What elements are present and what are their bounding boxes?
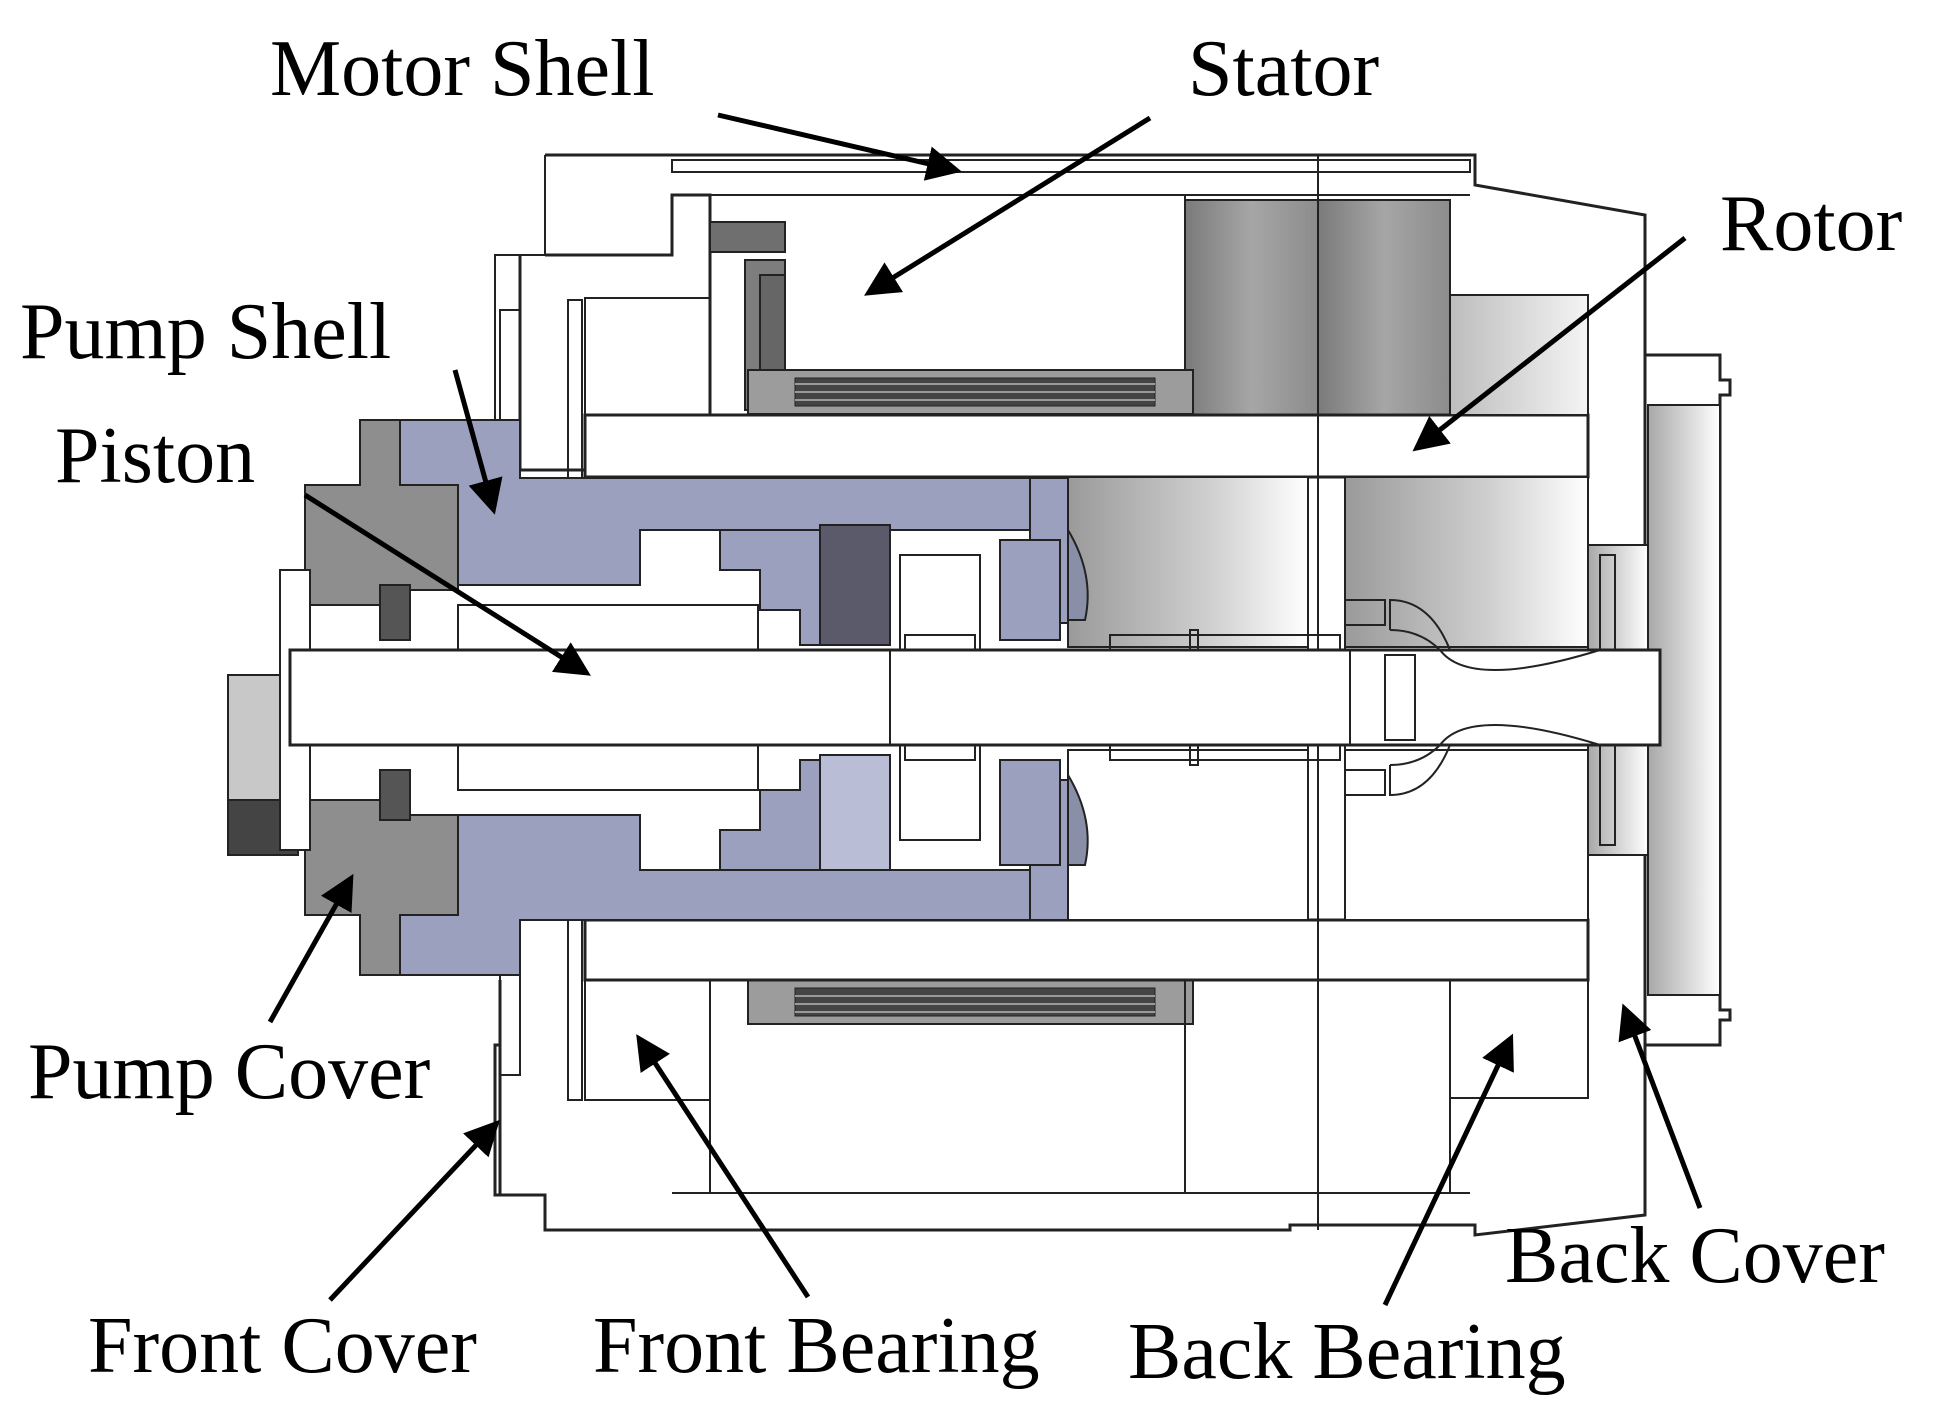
arrow-stator [864,115,1152,296]
pointer-arrows [267,112,1703,1307]
arrow-front-cover [328,1119,500,1302]
arrow-rotor [1412,236,1687,452]
arrow-pump-cover [267,873,354,1024]
pump-shell-part [399,419,1089,976]
front-bearing-part [584,297,711,1101]
rotor-part [583,413,1590,982]
piston-part [288,554,1662,841]
arrow-pump-shell [452,369,503,515]
label-front-bearing: Front Bearing [593,1302,1040,1390]
arrow-back-bearing [1382,1033,1514,1307]
back-bearing-part [1449,294,1589,1099]
stator-part [709,194,1451,1194]
label-stator: Stator [1188,25,1379,113]
label-back-bearing: Back Bearing [1128,1308,1566,1396]
arrow-piston [303,492,591,676]
label-motor-shell: Motor Shell [270,25,654,113]
label-piston: Piston [55,412,255,500]
label-pump-shell: Pump Shell [20,288,391,376]
label-back-cover: Back Cover [1505,1212,1885,1300]
label-front-cover: Front Cover [88,1302,477,1390]
arrow-front-bearing [636,1034,811,1299]
arrow-motor-shell [717,112,962,181]
label-pump-cover: Pump Cover [28,1028,430,1116]
arrow-back-cover [1618,1003,1703,1209]
label-rotor: Rotor [1720,180,1902,268]
labels: Motor Shell Stator Rotor Pump Shell Pist… [20,25,1902,1396]
